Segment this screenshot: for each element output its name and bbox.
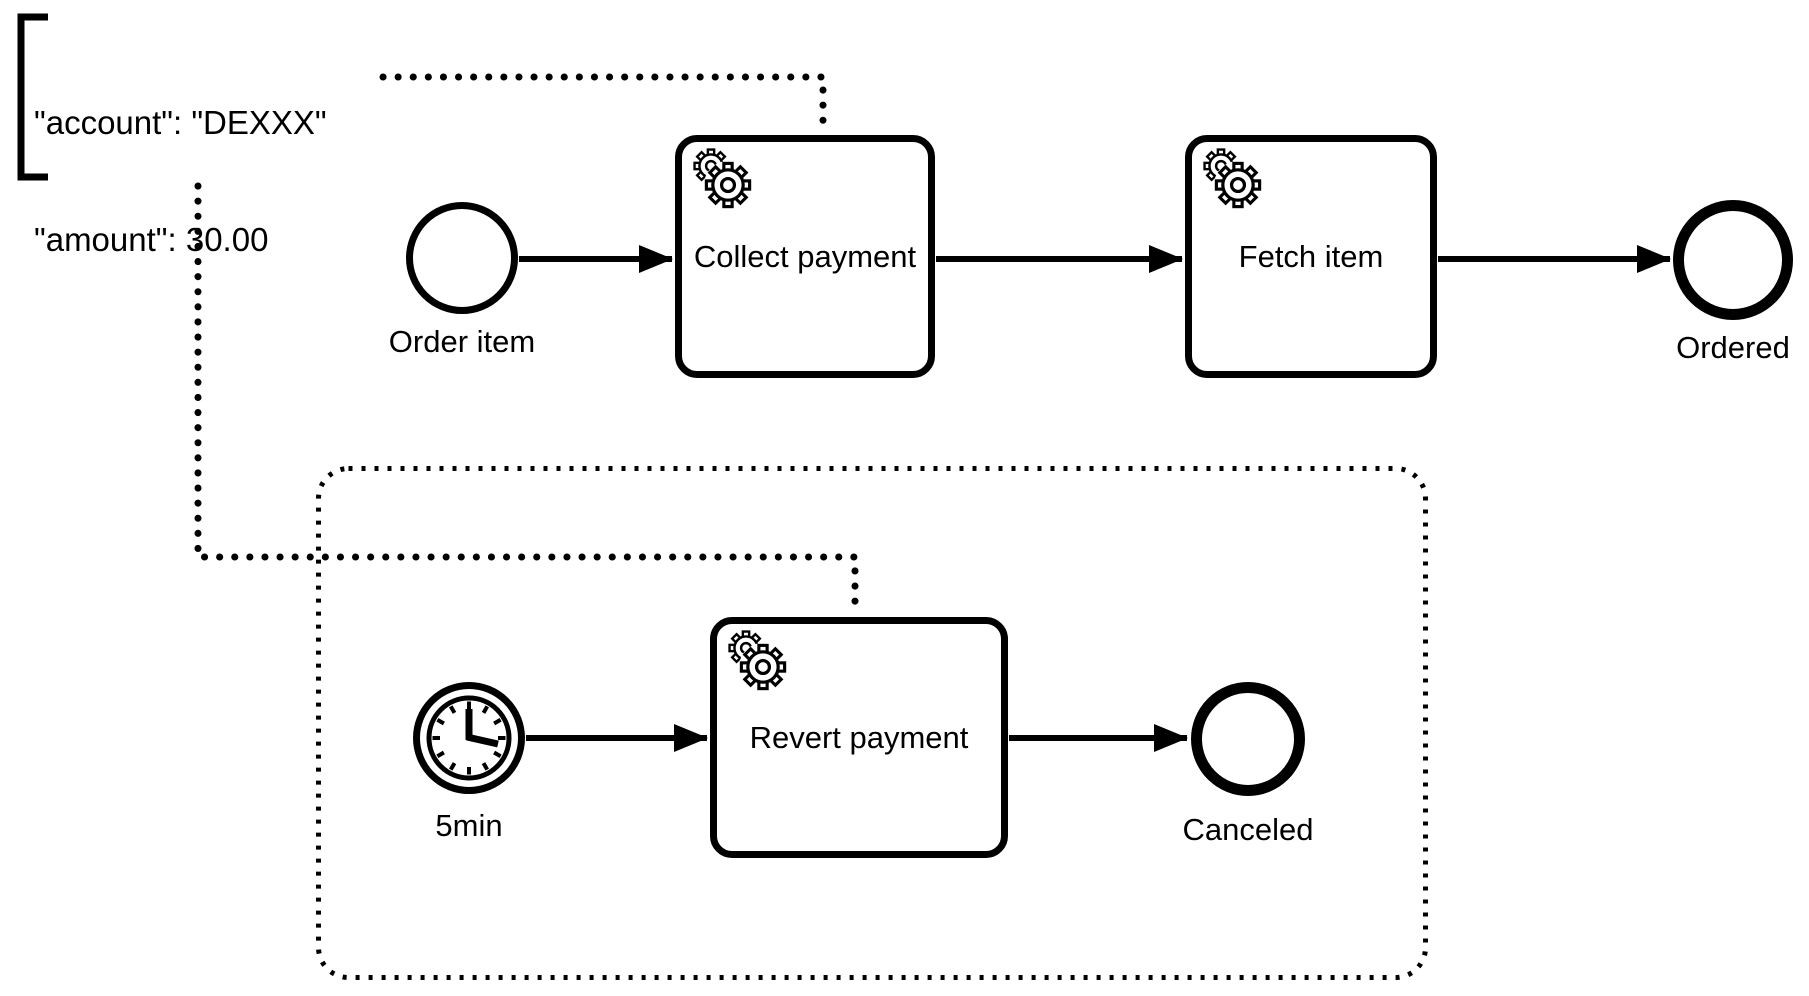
task-label: Collect payment: [693, 238, 917, 274]
task-label: Revert payment: [749, 719, 969, 755]
service-task-fetch-item[interactable]: Fetch item: [1185, 135, 1437, 378]
annotation-line-amount: "amount": 30.00: [34, 221, 269, 258]
association-annotation-to-revert-payment[interactable]: [194, 182, 859, 615]
end-event-label: Ordered: [1676, 330, 1790, 365]
start-event-label: Order item: [388, 324, 536, 359]
end-event-canceled[interactable]: [1191, 682, 1305, 796]
annotation-bracket: [17, 13, 48, 181]
service-task-collect-payment[interactable]: Collect payment: [675, 135, 935, 378]
event-subprocess-boundary[interactable]: [316, 466, 1428, 980]
task-label: Fetch item: [1238, 238, 1384, 274]
association-annotation-to-collect-payment[interactable]: [379, 73, 827, 134]
clock-icon: [413, 682, 525, 794]
start-event-order-item[interactable]: [406, 202, 518, 314]
text-annotation[interactable]: "account": "DEXXX" "amount": 30.00: [34, 25, 327, 337]
timer-event-label: 5min: [435, 808, 503, 843]
annotation-line-account: "account": "DEXXX": [34, 104, 327, 141]
gear-icon: [693, 148, 752, 209]
end-event-ordered[interactable]: [1673, 200, 1793, 320]
end-event-label: Canceled: [1182, 812, 1314, 847]
timer-start-event[interactable]: [413, 682, 525, 794]
gear-icon: [728, 630, 787, 691]
gear-icon: [1203, 148, 1262, 209]
service-task-revert-payment[interactable]: Revert payment: [710, 617, 1008, 858]
